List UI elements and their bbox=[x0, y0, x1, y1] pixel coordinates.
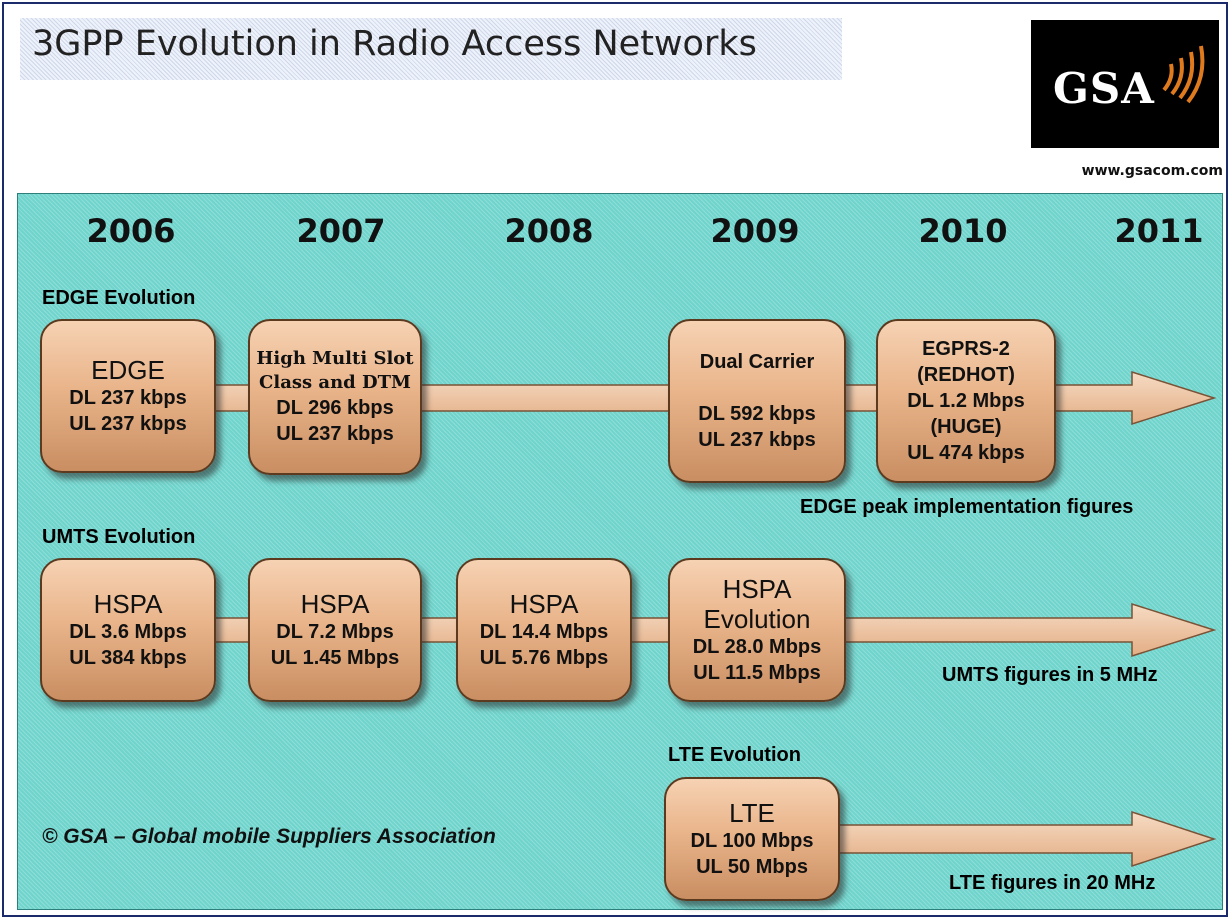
dual-carrier-box: Dual Carrier DL 592 kbps UL 237 kbps bbox=[668, 319, 846, 483]
gsa-logo: GSA bbox=[1031, 20, 1219, 148]
year-2009: 2009 bbox=[710, 212, 800, 250]
hspa-2006-box: HSPA DL 3.6 Mbps UL 384 kbps bbox=[40, 558, 216, 702]
dual-carrier-ul: UL 237 kbps bbox=[698, 429, 816, 451]
title-band bbox=[20, 18, 842, 80]
hspa-evolution-title-2: Evolution bbox=[703, 604, 811, 634]
lte-arrow bbox=[829, 810, 1217, 868]
high-multislot-ul: UL 237 kbps bbox=[276, 423, 394, 445]
year-2011: 2011 bbox=[1114, 212, 1204, 250]
dual-carrier-dl: DL 592 kbps bbox=[698, 403, 816, 425]
year-2010: 2010 bbox=[918, 212, 1008, 250]
high-multislot-line-2: Class and DTM bbox=[259, 372, 411, 393]
umts-note: UMTS figures in 5 MHz bbox=[942, 664, 1158, 686]
edge-box-ul: UL 237 kbps bbox=[69, 413, 187, 435]
website-url[interactable]: www.gsacom.com bbox=[1081, 163, 1223, 179]
lte-ul: UL 50 Mbps bbox=[696, 856, 808, 878]
hspa-2006-ul: UL 384 kbps bbox=[69, 647, 187, 669]
edge-box-title: EDGE bbox=[91, 355, 165, 385]
copyright-notice: © GSA – Global mobile Suppliers Associat… bbox=[42, 825, 496, 848]
hspa-2007-box: HSPA DL 7.2 Mbps UL 1.45 Mbps bbox=[248, 558, 422, 702]
hspa-2007-title: HSPA bbox=[300, 589, 370, 619]
hspa-2008-box: HSPA DL 14.4 Mbps UL 5.76 Mbps bbox=[456, 558, 632, 702]
hspa-2007-ul: UL 1.45 Mbps bbox=[270, 647, 400, 669]
slide-title: 3GPP Evolution in Radio Access Networks bbox=[32, 24, 757, 64]
hspa-2008-dl: DL 14.4 Mbps bbox=[479, 621, 609, 643]
egprs2-title: EGPRS-2 bbox=[922, 338, 1010, 360]
lte-dl: DL 100 Mbps bbox=[690, 830, 814, 852]
hspa-2007-dl: DL 7.2 Mbps bbox=[276, 621, 394, 643]
hspa-2006-dl: DL 3.6 Mbps bbox=[69, 621, 187, 643]
lte-title: LTE bbox=[729, 798, 775, 828]
lte-evolution-label: LTE Evolution bbox=[668, 744, 801, 766]
lte-box: LTE DL 100 Mbps UL 50 Mbps bbox=[664, 777, 840, 901]
high-multislot-box: High Multi Slot Class and DTM DL 296 kbp… bbox=[248, 319, 422, 475]
dual-carrier-title: Dual Carrier bbox=[699, 351, 815, 373]
high-multislot-line-1: High Multi Slot bbox=[256, 348, 414, 369]
umts-evolution-label: UMTS Evolution bbox=[42, 526, 196, 548]
hspa-2008-title: HSPA bbox=[509, 589, 579, 619]
logo-text: GSA bbox=[1053, 64, 1155, 113]
high-multislot-dl: DL 296 kbps bbox=[276, 397, 394, 419]
signal-waves-icon bbox=[1162, 45, 1205, 104]
egprs2-redhot: (REDHOT) bbox=[917, 364, 1015, 386]
edge-box-dl: DL 237 kbps bbox=[69, 387, 187, 409]
hspa-2008-ul: UL 5.76 Mbps bbox=[479, 647, 609, 669]
edge-note: EDGE peak implementation figures bbox=[800, 496, 1134, 518]
timeline-panel bbox=[17, 193, 1223, 910]
edge-evolution-label: EDGE Evolution bbox=[42, 287, 196, 309]
year-2008: 2008 bbox=[504, 212, 594, 250]
hspa-evolution-ul: UL 11.5 Mbps bbox=[693, 662, 821, 684]
lte-note: LTE figures in 20 MHz bbox=[949, 872, 1156, 894]
hspa-evolution-dl: DL 28.0 Mbps bbox=[692, 636, 822, 658]
egprs2-huge: (HUGE) bbox=[930, 416, 1002, 438]
egprs2-ul: UL 474 kbps bbox=[907, 442, 1025, 464]
hspa-evolution-title-1: HSPA bbox=[722, 574, 792, 604]
edge-box: EDGE DL 237 kbps UL 237 kbps bbox=[40, 319, 216, 473]
hspa-evolution-box: HSPA Evolution DL 28.0 Mbps UL 11.5 Mbps bbox=[668, 558, 846, 702]
hspa-2006-title: HSPA bbox=[93, 589, 163, 619]
year-2006: 2006 bbox=[86, 212, 176, 250]
egprs2-dl: DL 1.2 Mbps bbox=[907, 390, 1025, 412]
egprs2-box: EGPRS-2 (REDHOT) DL 1.2 Mbps (HUGE) UL 4… bbox=[876, 319, 1056, 483]
year-2007: 2007 bbox=[296, 212, 386, 250]
